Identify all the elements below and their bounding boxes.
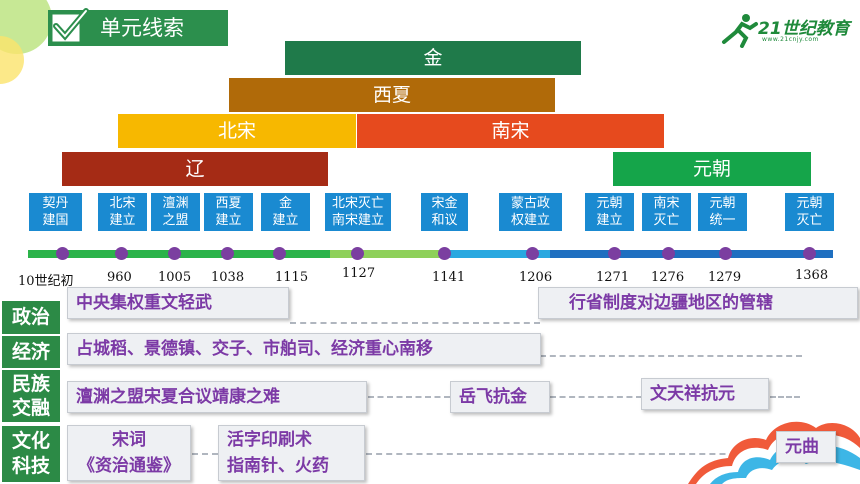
dynasty-bar-yuan: 元朝 xyxy=(613,152,811,186)
row-label-ethnic: 民族交融 xyxy=(2,370,60,422)
event-box: 元朝建立 xyxy=(585,193,634,231)
timeline-year: 960 xyxy=(107,270,132,285)
guide-line xyxy=(192,453,218,455)
guide-line xyxy=(366,453,776,455)
event-box: 北宋建立 xyxy=(98,193,147,231)
guide-line xyxy=(770,396,800,398)
timeline-year: 1141 xyxy=(432,270,466,285)
timeline-segment-sky xyxy=(440,250,550,258)
page-title: 单元线索 xyxy=(100,16,184,40)
timeline-year: 1038 xyxy=(211,270,245,285)
event-box: 元朝统一 xyxy=(698,193,747,231)
dynasty-bar-nansong: 南宋 xyxy=(357,114,664,148)
box-wentianxiang: 文天祥抗元 xyxy=(641,378,769,410)
box-economy: 占城稻、景德镇、交子、市舶司、经济重心南移 xyxy=(67,333,541,365)
timeline-dot xyxy=(662,247,675,260)
box-culture-songci: 宋词《资治通鉴》 xyxy=(67,425,191,481)
timeline-dot xyxy=(273,247,286,260)
event-box: 澶渊之盟 xyxy=(151,193,200,231)
row-label-politics: 政治 xyxy=(2,301,60,334)
timeline-year: 1279 xyxy=(708,270,742,285)
logo-brand: 21世纪教育 xyxy=(758,19,850,39)
event-box: 西夏建立 xyxy=(204,193,253,231)
logo-url: www.21cnjy.com xyxy=(762,36,819,43)
timeline-dot xyxy=(608,247,621,260)
row-label-culture: 文化科技 xyxy=(2,426,60,482)
dynasty-bar-jin: 金 xyxy=(285,41,581,75)
timeline-year: 1206 xyxy=(519,270,553,285)
timeline-dot xyxy=(115,247,128,260)
timeline-dot xyxy=(56,247,69,260)
timeline-dot xyxy=(526,247,539,260)
timeline-year: 1115 xyxy=(275,270,309,285)
event-box: 北宋灭亡南宋建立 xyxy=(325,193,391,231)
dynasty-bar-xixia: 西夏 xyxy=(229,78,555,112)
timeline-segment-blue xyxy=(550,250,833,258)
timeline-year: 10世纪初 xyxy=(18,274,74,289)
guide-line xyxy=(368,396,450,398)
box-yuanqu: 元曲 xyxy=(776,431,836,463)
timeline-dot xyxy=(221,247,234,260)
timeline-year: 1368 xyxy=(795,268,829,283)
dynasty-bar-liao: 辽 xyxy=(62,152,328,186)
box-politics-yuan: 行省制度对边疆地区的管辖 xyxy=(538,287,858,319)
box-politics-song: 中央集权重文轻武 xyxy=(67,287,289,319)
timeline-dot xyxy=(168,247,181,260)
event-box: 元朝灭亡 xyxy=(785,193,834,231)
box-culture-inventions: 活字印刷术指南针、火药 xyxy=(218,425,365,481)
box-yuefei: 岳飞抗金 xyxy=(450,381,550,413)
timeline-dot xyxy=(351,247,364,260)
row-label-economy: 经济 xyxy=(2,336,60,368)
timeline-year: 1127 xyxy=(342,266,376,281)
box-ethnic-song: 澶渊之盟宋夏合议靖康之难 xyxy=(67,381,367,413)
event-box: 金建立 xyxy=(261,193,310,231)
event-box: 南宋灭亡 xyxy=(642,193,691,231)
guide-line xyxy=(550,396,642,398)
timeline-segment-lightgreen xyxy=(330,250,440,258)
event-box: 蒙古政权建立 xyxy=(499,193,562,231)
guide-line xyxy=(290,322,540,324)
timeline-year: 1276 xyxy=(651,270,685,285)
checkbox-check-icon xyxy=(49,8,89,45)
timeline-dot xyxy=(438,247,451,260)
guide-line xyxy=(540,355,802,357)
event-box: 宋金和议 xyxy=(421,193,468,231)
timeline-dot xyxy=(803,247,816,260)
timeline-year: 1005 xyxy=(158,270,192,285)
logo-runner-icon xyxy=(722,14,758,48)
timeline-year: 1271 xyxy=(596,270,630,285)
event-box: 契丹建国 xyxy=(29,193,82,231)
dynasty-bar-beisong: 北宋 xyxy=(118,114,356,148)
timeline-dot xyxy=(719,247,732,260)
